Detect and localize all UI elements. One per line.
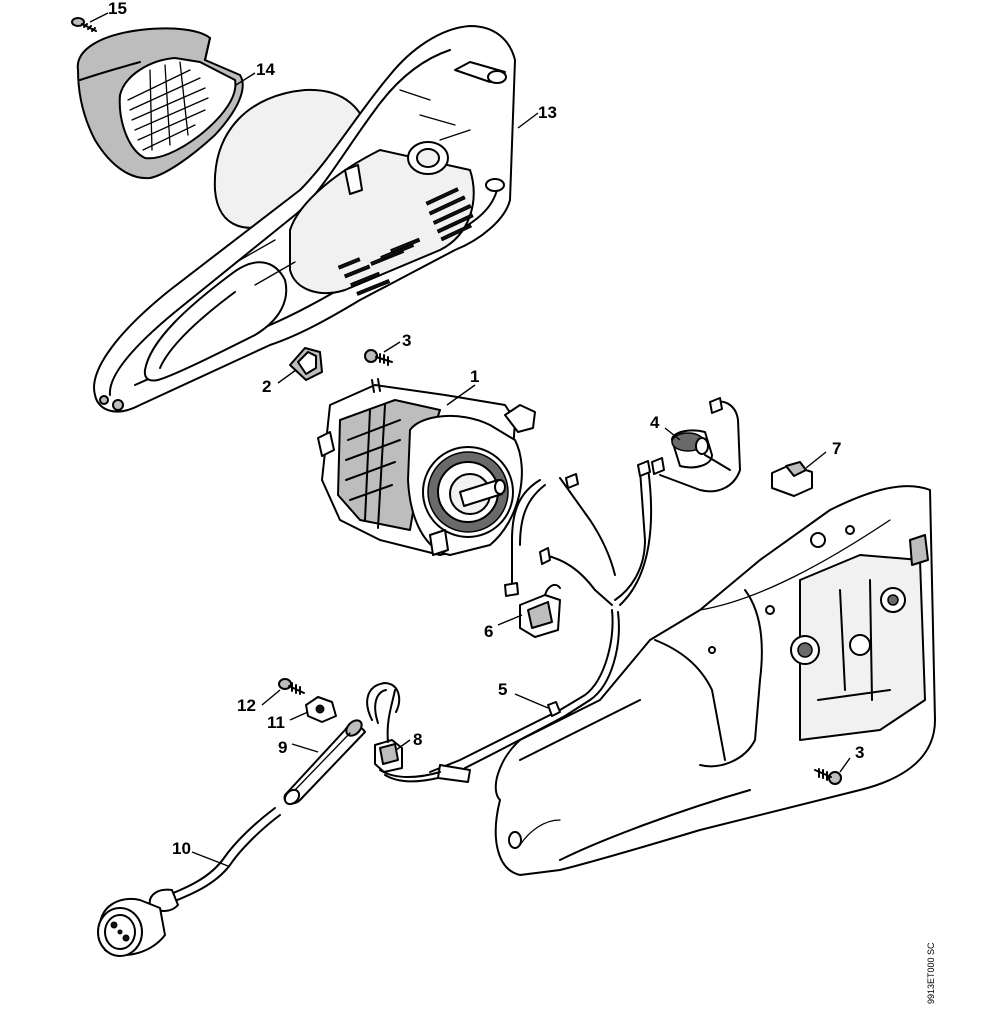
clip-part-11 bbox=[305, 696, 337, 723]
screw-part-12 bbox=[278, 678, 305, 695]
callout-3-bottom: 3 bbox=[855, 743, 864, 762]
motor-part-1 bbox=[317, 378, 536, 556]
screw-part-15 bbox=[71, 17, 97, 32]
switch-part-6 bbox=[519, 583, 561, 638]
callout-6: 6 bbox=[484, 622, 493, 641]
callout-3-top: 3 bbox=[402, 331, 411, 350]
fan-cover-part-14 bbox=[76, 27, 244, 180]
callout-4: 4 bbox=[650, 413, 660, 432]
screw-part-3-bottom bbox=[814, 768, 842, 785]
callout-5: 5 bbox=[498, 680, 507, 699]
callout-12: 12 bbox=[237, 696, 256, 715]
wiring-harness-part-5 bbox=[379, 397, 741, 783]
cable-hook bbox=[366, 682, 401, 724]
terminal-part-8 bbox=[374, 689, 403, 773]
callout-8: 8 bbox=[413, 730, 422, 749]
power-cable-part-10 bbox=[97, 807, 281, 957]
capacitor-part-4 bbox=[671, 429, 731, 471]
callout-15: 15 bbox=[108, 0, 127, 18]
callout-14: 14 bbox=[256, 60, 275, 79]
callout-1: 1 bbox=[470, 367, 479, 386]
clip-part-2 bbox=[289, 347, 323, 381]
cap-part-7 bbox=[771, 461, 813, 497]
cable-sleeve-part-9 bbox=[283, 719, 366, 806]
leader-lines bbox=[89, 12, 851, 867]
callout-labels: 1 2 3 3 4 5 6 7 8 9 10 11 12 13 14 15 bbox=[108, 0, 864, 858]
screw-part-3-top bbox=[364, 349, 393, 366]
document-reference: 9913ET000 SC bbox=[926, 942, 936, 1004]
callout-13: 13 bbox=[538, 103, 557, 122]
right-housing-half bbox=[494, 485, 936, 876]
callout-9: 9 bbox=[278, 738, 287, 757]
housing-shell-part-13 bbox=[93, 25, 516, 413]
callout-7: 7 bbox=[832, 439, 841, 458]
callout-10: 10 bbox=[172, 839, 191, 858]
callout-2: 2 bbox=[262, 377, 271, 396]
callout-11: 11 bbox=[267, 713, 285, 732]
